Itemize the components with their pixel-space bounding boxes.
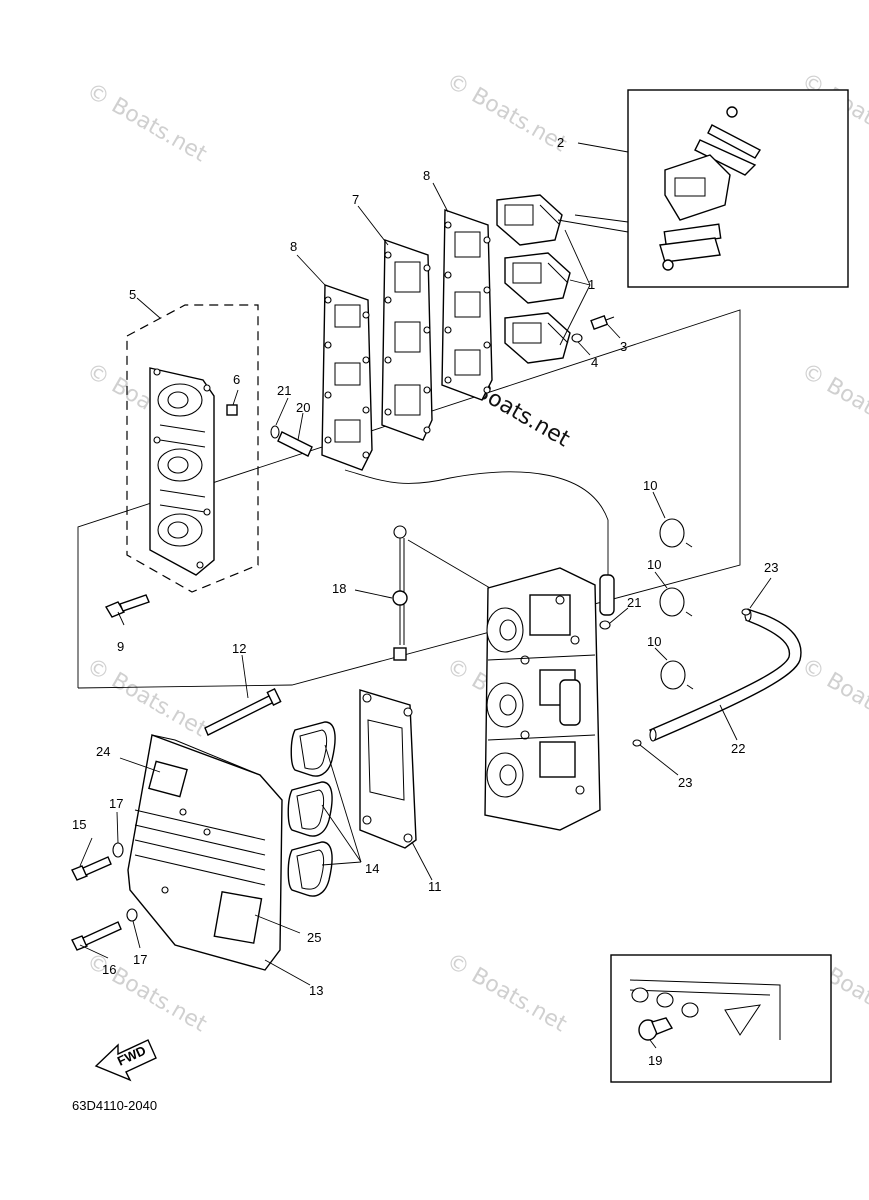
orings-10 bbox=[659, 518, 694, 690]
screw-3 bbox=[590, 314, 615, 330]
carburetor-assembly bbox=[484, 567, 601, 831]
callout-21-top: 21 bbox=[277, 383, 291, 398]
manifold-assembly-5 bbox=[126, 304, 259, 593]
watermark: © Boats.net bbox=[82, 79, 211, 168]
callout-25: 25 bbox=[307, 930, 321, 945]
part-code: 63D4110-2040 bbox=[72, 1098, 157, 1113]
callout-4: 4 bbox=[591, 355, 598, 370]
callout-22: 22 bbox=[731, 741, 745, 756]
bolt-12 bbox=[204, 688, 282, 736]
callout-1: 1 bbox=[588, 277, 595, 292]
clip-23-bottom bbox=[632, 739, 642, 747]
callout-20: 20 bbox=[296, 400, 310, 415]
callout-16: 16 bbox=[102, 962, 116, 977]
clip-23-top bbox=[741, 608, 751, 616]
assembly-outline bbox=[77, 309, 741, 689]
callout-24: 24 bbox=[96, 744, 110, 759]
bolt-16 bbox=[71, 921, 122, 951]
fwd-arrow-icon: FWD bbox=[94, 1039, 157, 1082]
callout-12: 12 bbox=[232, 641, 246, 656]
callout-18: 18 bbox=[332, 581, 346, 596]
callout-8-left: 8 bbox=[290, 239, 297, 254]
inset-reed-valve-2 bbox=[627, 89, 849, 288]
gasket-8-right bbox=[441, 209, 493, 401]
watermark: © Boats.net bbox=[82, 654, 211, 743]
gasket-11 bbox=[359, 689, 417, 849]
gasket-8-left bbox=[321, 284, 373, 471]
callout-19: 19 bbox=[648, 1053, 662, 1068]
pin-20 bbox=[277, 431, 313, 457]
plug-6 bbox=[226, 404, 238, 416]
callout-5: 5 bbox=[129, 287, 136, 302]
washer-4 bbox=[571, 333, 583, 343]
bolt-9 bbox=[104, 594, 150, 618]
washer-17-top bbox=[112, 842, 124, 858]
plate-7 bbox=[381, 239, 433, 441]
callout-9: 9 bbox=[117, 639, 124, 654]
callout-7: 7 bbox=[352, 192, 359, 207]
callout-10-top: 10 bbox=[643, 478, 657, 493]
callout-15: 15 bbox=[72, 817, 86, 832]
linkage-rod-18 bbox=[392, 525, 491, 661]
watermark: © Boats.net bbox=[442, 69, 571, 158]
callout-3: 3 bbox=[620, 339, 627, 354]
callout-6: 6 bbox=[233, 372, 240, 387]
leader-lines bbox=[79, 142, 772, 1049]
watermark: © Boats.net bbox=[797, 654, 869, 743]
washer-17-bottom bbox=[126, 908, 138, 922]
oring-21-top bbox=[270, 425, 280, 439]
callout-10-low: 10 bbox=[647, 634, 661, 649]
callout-21-lower: 21 bbox=[627, 595, 641, 610]
callouts: 1 2 3 4 5 6 7 8 8 9 10 10 10 11 12 13 14… bbox=[72, 135, 778, 1068]
seals-14 bbox=[287, 721, 336, 897]
silencer-cover-13 bbox=[127, 734, 283, 971]
hose bbox=[344, 469, 615, 616]
callout-13: 13 bbox=[309, 983, 323, 998]
reed-valves-1 bbox=[496, 194, 571, 364]
callout-8-right: 8 bbox=[423, 168, 430, 183]
callout-23-bottom: 23 bbox=[678, 775, 692, 790]
callout-14: 14 bbox=[365, 861, 379, 876]
callout-11: 11 bbox=[428, 879, 442, 894]
callout-23-top: 23 bbox=[764, 560, 778, 575]
inset-plug-19 bbox=[610, 954, 832, 1083]
callout-2: 2 bbox=[557, 135, 564, 150]
callout-10-mid: 10 bbox=[647, 557, 661, 572]
callout-17-bottom: 17 bbox=[133, 952, 147, 967]
watermark: © Boats.net bbox=[797, 359, 869, 448]
watermark: © Boats.net bbox=[442, 949, 571, 1038]
oring-21-lower bbox=[599, 620, 611, 630]
bolt-15 bbox=[71, 856, 112, 881]
callout-17-top: 17 bbox=[109, 796, 123, 811]
